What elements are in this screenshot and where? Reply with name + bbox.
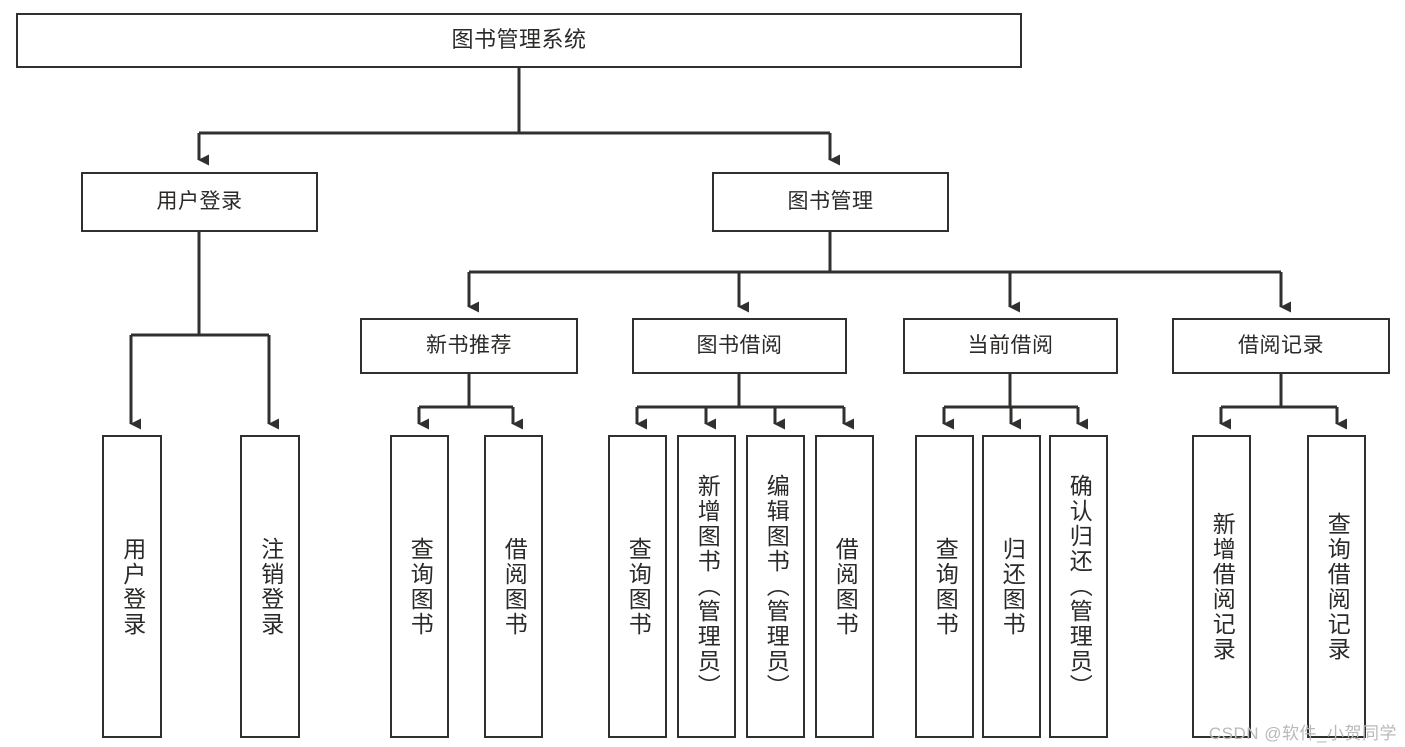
- node-label: 查询图书: [932, 536, 959, 637]
- node-label: 确认归还（管理员）: [1066, 474, 1093, 699]
- node-new-book-recommend[interactable]: 新书推荐: [360, 318, 578, 374]
- leaf-current-borrow-query-book[interactable]: 查询图书: [915, 435, 974, 738]
- node-label: 新书推荐: [426, 334, 512, 358]
- node-label: 借阅记录: [1238, 334, 1324, 358]
- node-label: 图书借阅: [696, 334, 783, 358]
- node-label: 用户登录: [119, 536, 146, 637]
- leaf-book-borrow-add-book-admin[interactable]: 新增图书（管理员）: [677, 435, 736, 738]
- node-user-login[interactable]: 用户登录: [81, 172, 318, 232]
- watermark: CSDN @软件_小贺同学: [1208, 724, 1397, 743]
- node-root-book-management-system[interactable]: 图书管理系统: [16, 13, 1022, 68]
- node-current-borrow[interactable]: 当前借阅: [903, 318, 1118, 374]
- node-label: 新增借阅记录: [1209, 511, 1236, 662]
- leaf-user-login-login[interactable]: 用户登录: [102, 435, 162, 738]
- node-borrow-record[interactable]: 借阅记录: [1172, 318, 1390, 374]
- node-label: 编辑图书（管理员）: [763, 474, 790, 699]
- leaf-book-borrow-query-book[interactable]: 查询图书: [608, 435, 667, 738]
- leaf-book-borrow-edit-book-admin[interactable]: 编辑图书（管理员）: [746, 435, 805, 738]
- node-book-borrow[interactable]: 图书借阅: [632, 318, 847, 374]
- node-label: 借阅图书: [501, 536, 528, 637]
- node-label: 新增图书（管理员）: [694, 474, 721, 699]
- leaf-borrow-record-add-record[interactable]: 新增借阅记录: [1192, 435, 1251, 738]
- node-label: 借阅图书: [832, 536, 859, 637]
- node-book-management[interactable]: 图书管理: [712, 172, 949, 232]
- node-label: 查询图书: [407, 536, 434, 637]
- node-label: 图书管理系统: [451, 27, 587, 53]
- node-label: 查询借阅记录: [1324, 511, 1351, 662]
- leaf-new-book-borrow-book[interactable]: 借阅图书: [484, 435, 543, 738]
- node-label: 用户登录: [156, 190, 243, 214]
- node-label: 当前借阅: [967, 334, 1054, 358]
- leaf-user-login-logout[interactable]: 注销登录: [240, 435, 300, 738]
- leaf-book-borrow-borrow-book[interactable]: 借阅图书: [815, 435, 874, 738]
- node-label: 注销登录: [257, 536, 284, 637]
- leaf-current-borrow-return-book[interactable]: 归还图书: [982, 435, 1041, 738]
- node-label: 查询图书: [625, 536, 652, 637]
- node-label: 归还图书: [999, 536, 1026, 637]
- leaf-borrow-record-query-record[interactable]: 查询借阅记录: [1307, 435, 1366, 738]
- node-label: 图书管理: [787, 190, 874, 214]
- leaf-current-borrow-confirm-return-admin[interactable]: 确认归还（管理员）: [1049, 435, 1108, 738]
- leaf-new-book-query-book[interactable]: 查询图书: [390, 435, 449, 738]
